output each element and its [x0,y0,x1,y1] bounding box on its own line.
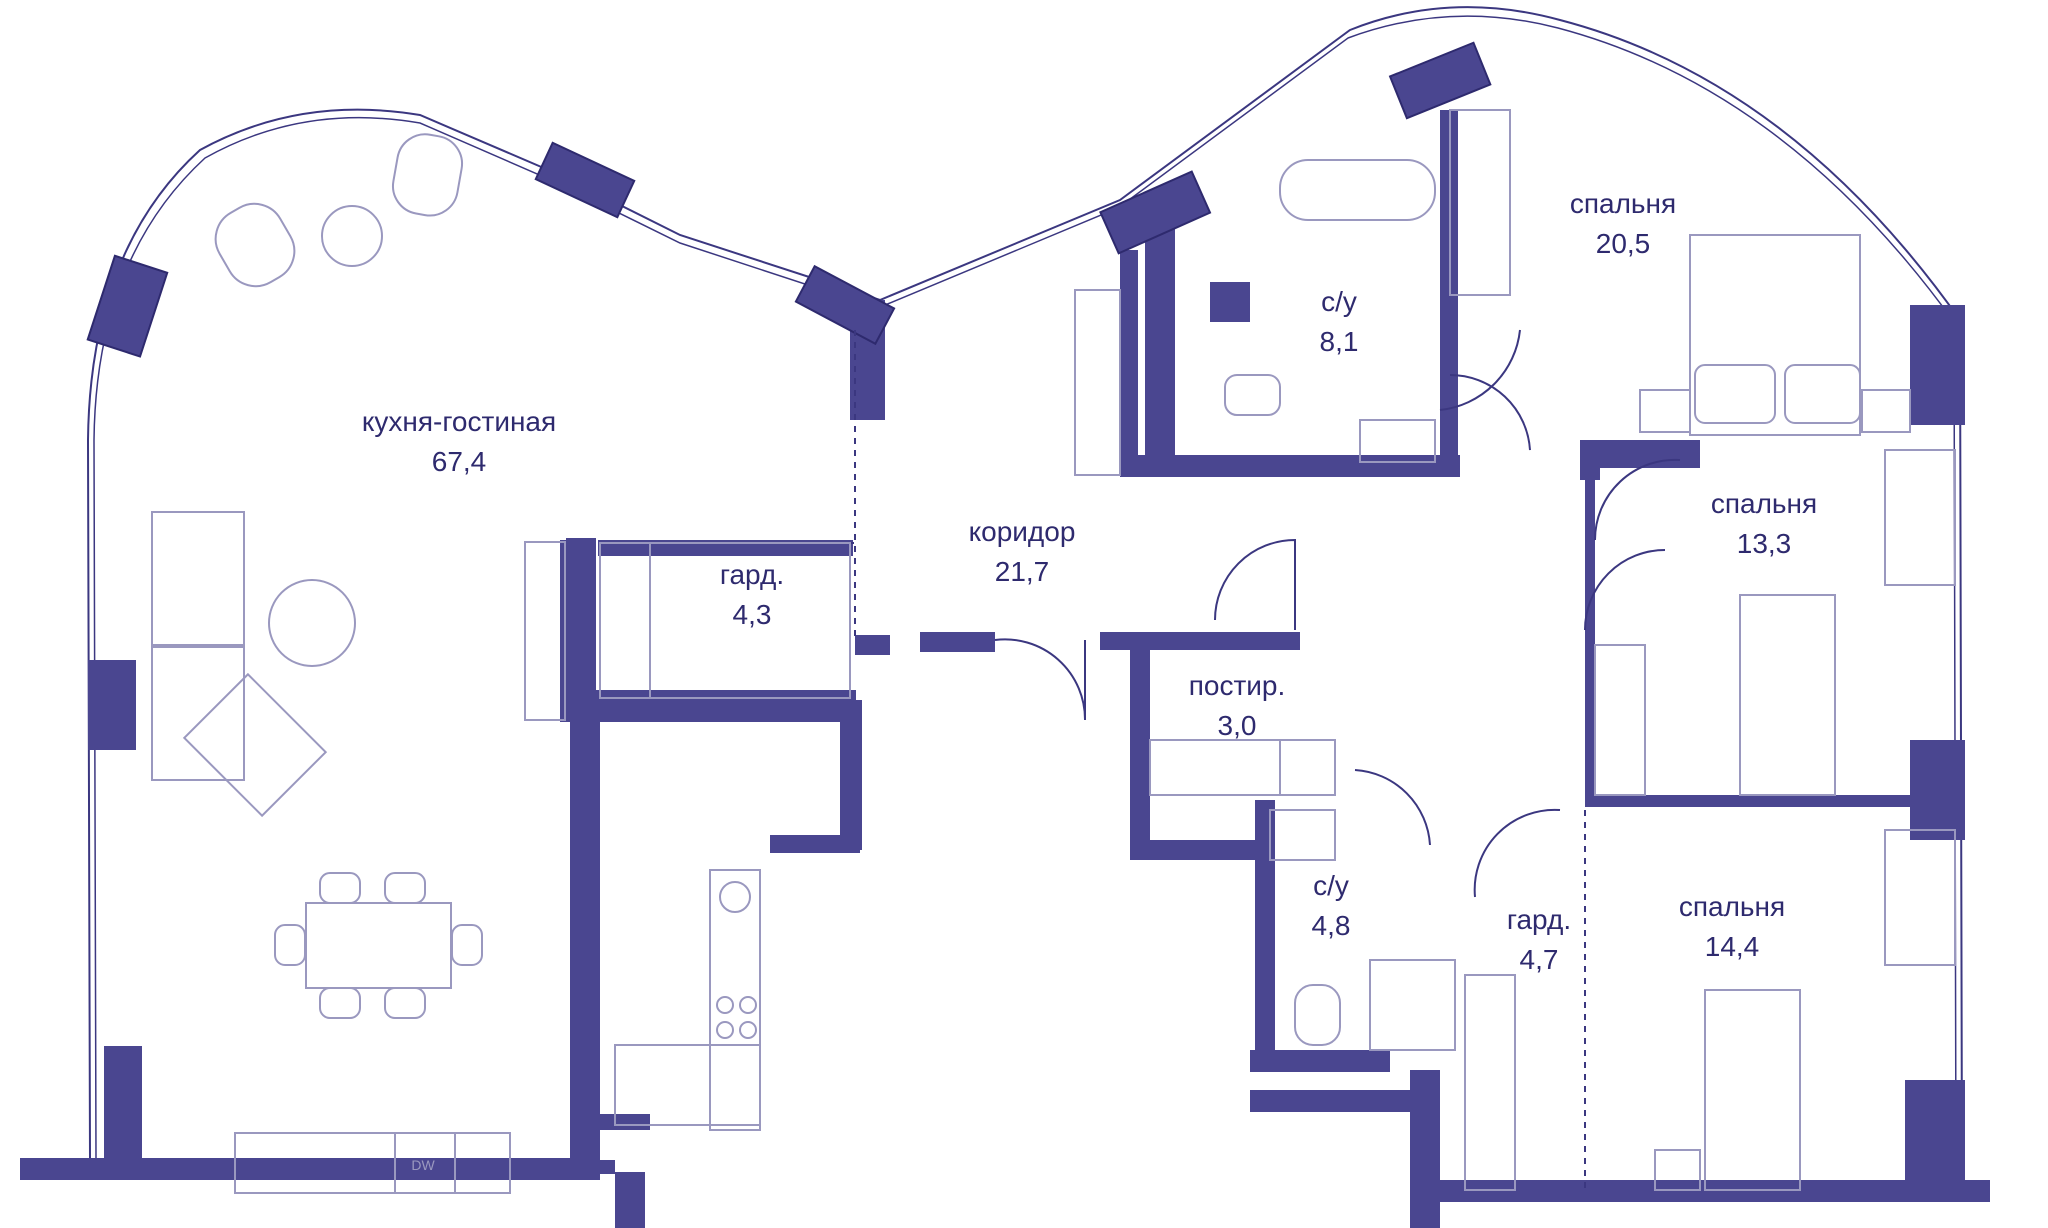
room-name: спальня [1569,188,1677,219]
room-area: 20,5 [1595,228,1651,259]
room-area: 4,7 [1519,944,1559,975]
room-name: кухня-гостиная [361,406,557,437]
room-wardrobe-1: гард. 4,3 [720,555,784,635]
room-name: с/у [1321,286,1357,317]
room-name: гард. [719,559,785,590]
room-bathroom-1: с/у 8,1 [1320,282,1359,362]
room-bedroom-3: спальня 14,4 [1679,887,1785,967]
room-area: 4,3 [732,599,772,630]
room-bedroom-1: спальня 20,5 [1570,184,1676,264]
room-bedroom-2: спальня 13,3 [1711,484,1817,564]
windows [86,41,1492,358]
room-name: гард. [1506,904,1572,935]
room-name: с/у [1313,870,1349,901]
room-area: 13,3 [1736,528,1792,559]
walls [20,110,1990,1228]
furniture [151,109,1956,1194]
room-area: 4,8 [1311,910,1351,941]
room-area: 67,4 [431,446,487,477]
room-name: постир. [1188,670,1286,701]
room-area: 3,0 [1217,710,1257,741]
room-corridor: коридор 21,7 [969,512,1076,592]
facade-left-curve [86,6,1963,1181]
room-wardrobe-2: гард. 4,7 [1507,900,1571,980]
room-area: 8,1 [1319,326,1359,357]
room-area: 21,7 [994,556,1050,587]
room-kitchen-living: кухня-гостиная 67,4 [362,402,556,482]
dishwasher-label: DW [411,1157,435,1173]
room-name: спальня [1710,488,1818,519]
room-name: коридор [968,516,1076,547]
room-laundry: постир. 3,0 [1189,666,1286,746]
room-bathroom-2: с/у 4,8 [1312,866,1351,946]
room-area: 14,4 [1704,931,1760,962]
room-name: спальня [1678,891,1786,922]
